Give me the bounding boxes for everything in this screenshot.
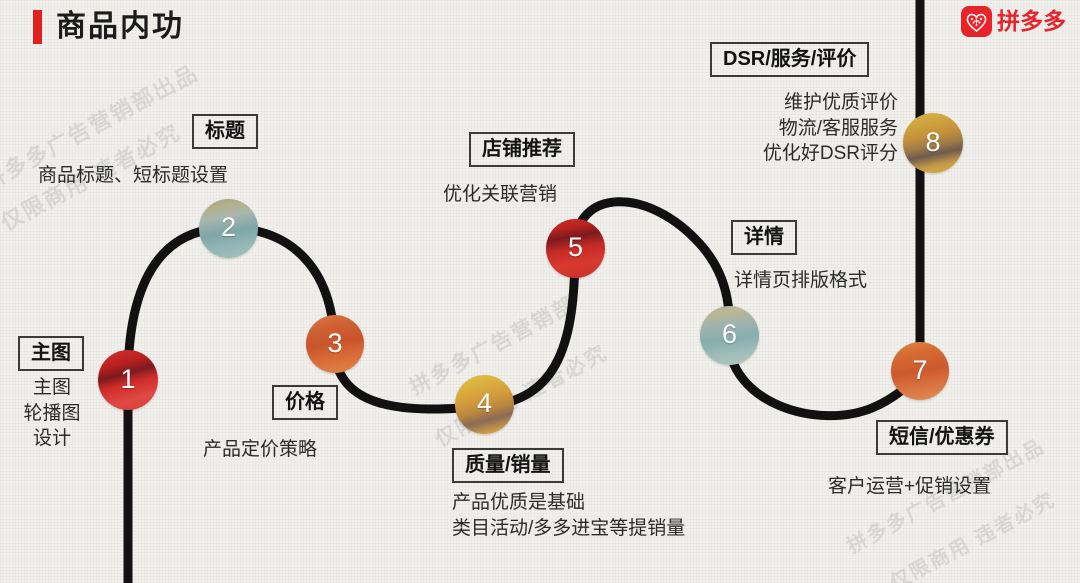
pinduoduo-heart-icon [961,6,992,37]
step-node-7[interactable]: 7 [891,342,949,400]
page-title: 商品内功 [33,10,184,44]
step-node-6[interactable]: 6 [700,306,759,365]
step-desc-6: 详情页排版格式 [734,270,868,291]
step-number: 5 [567,232,584,262]
step-node-3[interactable]: 3 [306,315,364,373]
step-label-4: 质量/销量 [452,448,564,483]
step-node-2[interactable]: 2 [199,199,258,258]
step-desc-5: 优化关联营销 [443,184,558,205]
step-desc-4: 产品优质是基础 类目活动/多多进宝等提销量 [452,492,686,539]
title-accent-bar [33,10,42,44]
brand-logo: 拼多多 [961,6,1066,37]
brand-name: 拼多多 [997,8,1066,34]
step-node-5[interactable]: 5 [546,219,605,278]
step-number: 3 [327,327,343,358]
step-label-3: 价格 [272,385,338,420]
step-desc-7: 客户运营+促销设置 [828,476,992,497]
step-label-2: 标题 [192,114,258,149]
step-node-4[interactable]: 4 [455,375,514,434]
step-desc-1: 主图 轮播图 设计 [23,377,81,450]
step-number: 8 [925,126,941,157]
step-label-8: DSR/服务/评价 [710,42,870,77]
step-desc-3: 产品定价策略 [203,439,318,460]
step-node-1[interactable]: 1 [98,350,158,410]
step-number: 1 [120,363,136,394]
step-label-6: 详情 [731,220,797,255]
step-number: 4 [476,388,493,418]
step-number: 6 [721,319,738,349]
step-label-7: 短信/优惠券 [876,420,1008,455]
step-node-8[interactable]: 8 [903,113,963,173]
step-desc-2: 商品标题、短标题设置 [38,165,229,186]
title-text: 商品内功 [56,10,184,43]
step-number: 7 [912,354,928,385]
step-label-1: 主图 [18,336,84,371]
step-desc-8: 维护优质评价 物流/客服服务 优化好DSR评分 [762,92,898,165]
step-number: 2 [220,212,237,242]
step-label-5: 店铺推荐 [469,132,575,167]
